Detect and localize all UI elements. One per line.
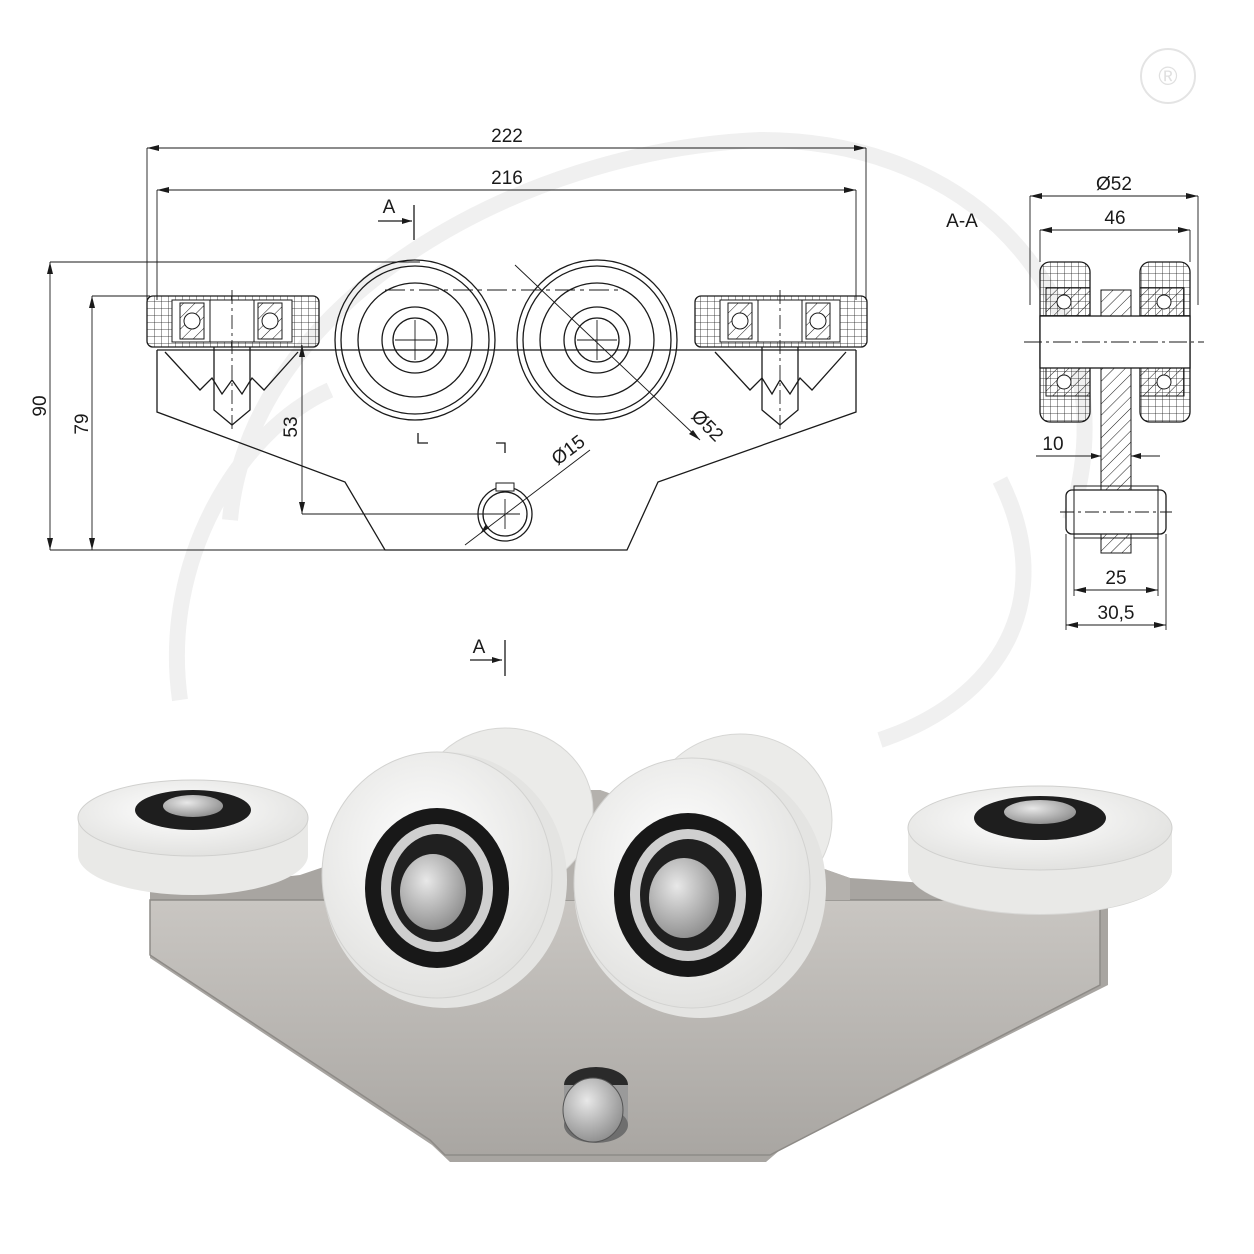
section-marker-bottom: A — [473, 637, 486, 658]
guide-pin-drawing — [477, 482, 533, 542]
right-side-wheel — [907, 785, 1173, 915]
product-render — [77, 727, 1173, 1162]
dim-height-inner: 79 — [72, 413, 93, 434]
registered-mark: ® — [1158, 61, 1177, 91]
section-dim-plate-thickness: 10 — [1042, 434, 1063, 455]
section-title: A-A — [946, 211, 978, 232]
section-marker-top: A — [383, 197, 396, 218]
section-view: A-A Ø52 46 10 — [946, 174, 1204, 630]
dim-wheel-diameter: Ø52 — [687, 406, 727, 446]
dim-height-total: 90 — [30, 395, 51, 416]
dim-wheelbase: 216 — [491, 168, 523, 189]
dim-pin-diameter: Ø15 — [548, 431, 589, 469]
right-main-wheel-drawing — [516, 259, 678, 421]
front-view: 222 216 90 79 53 — [30, 126, 868, 676]
section-dim-guide-outer: 30,5 — [1098, 603, 1135, 624]
dim-overall-width: 222 — [491, 126, 523, 147]
right-main-wheel — [573, 757, 826, 1018]
section-dim-guide-inner: 25 — [1105, 568, 1126, 589]
guide-pin — [562, 1067, 628, 1143]
registered-circle — [1140, 48, 1196, 104]
left-main-wheel — [321, 751, 567, 1008]
left-side-wheel — [77, 779, 309, 895]
carriage-plate-outline — [156, 350, 857, 551]
dim-pin-height: 53 — [281, 416, 302, 437]
section-dim-wheel-diameter: Ø52 — [1096, 174, 1132, 195]
left-main-wheel-drawing — [334, 259, 496, 421]
section-dim-wheel-span: 46 — [1104, 208, 1125, 229]
